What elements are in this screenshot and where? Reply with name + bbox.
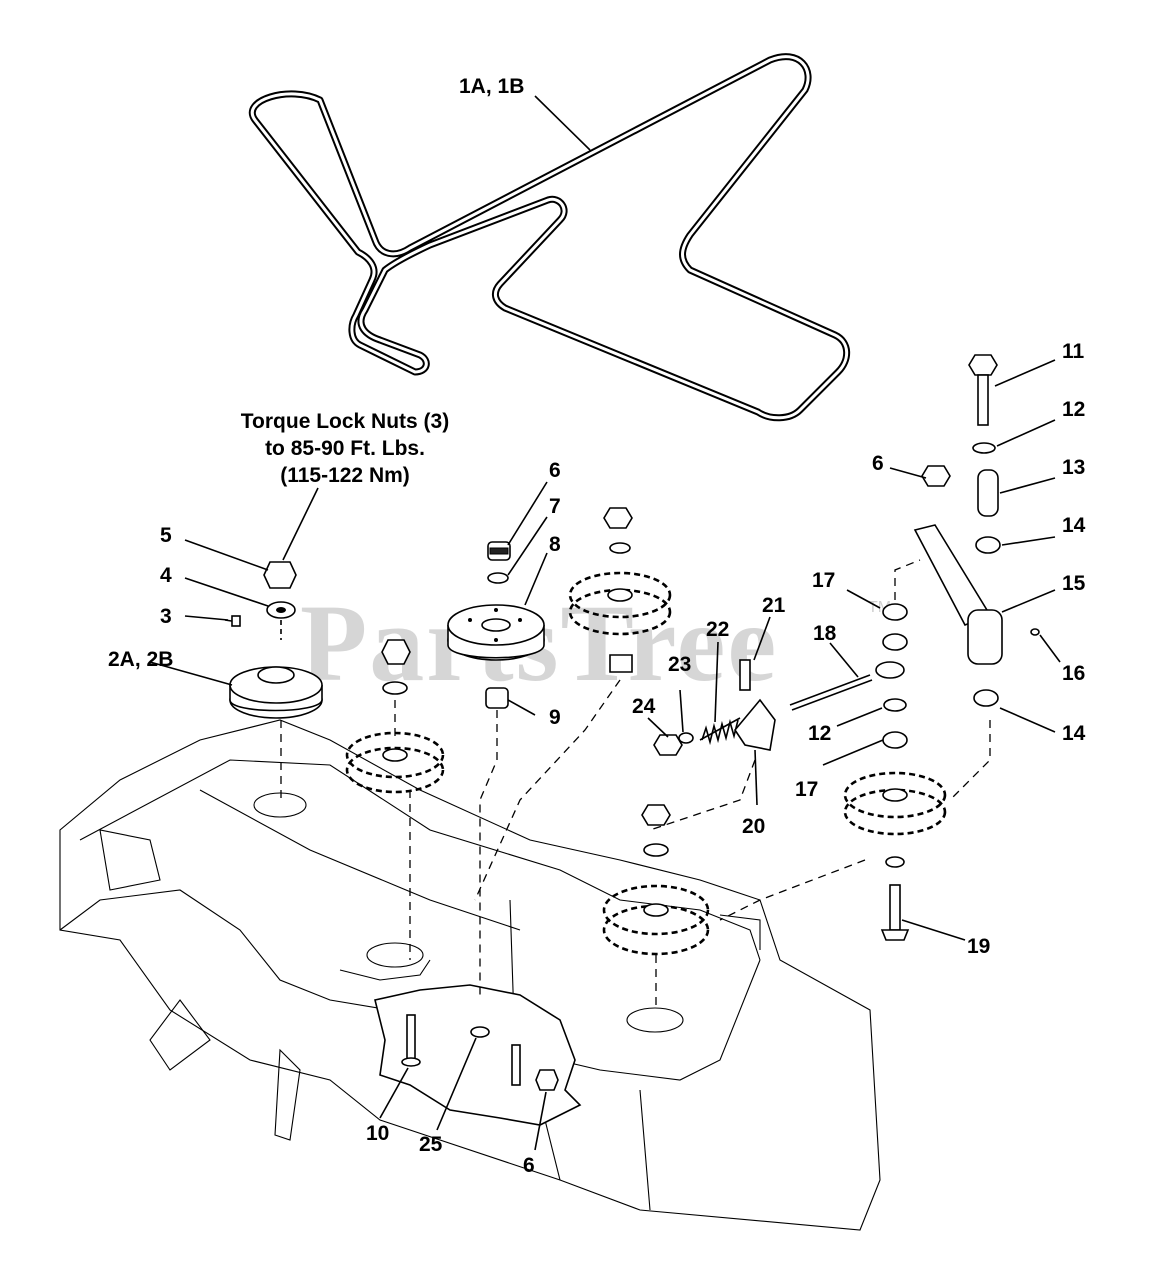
callout-21: 21 (762, 594, 786, 617)
callout-7: 7 (549, 495, 561, 518)
center-idler-group (447, 541, 545, 1000)
callout-14-top: 14 (1062, 514, 1086, 537)
callout-25: 25 (419, 1133, 443, 1156)
tensioner-group (649, 659, 905, 831)
leader-lines (149, 95, 1061, 1151)
torque-note-line2: to 85-90 Ft. Lbs. (265, 437, 425, 460)
callout-9: 9 (549, 706, 561, 729)
callout-6-center: 6 (549, 459, 561, 482)
callout-3: 3 (160, 605, 172, 628)
callout-22: 22 (706, 618, 729, 641)
callout-12-mid: 12 (808, 722, 831, 745)
torque-note-line3: (115-122 Nm) (280, 464, 410, 487)
torque-note: Torque Lock Nuts (3) to 85-90 Ft. Lbs. (… (241, 410, 449, 487)
mower-deck (59, 719, 881, 1231)
callout-4: 4 (160, 564, 172, 587)
callout-6-lower: 6 (523, 1154, 535, 1177)
deck-belt (248, 53, 851, 422)
right-spindle-stack (719, 354, 1040, 941)
callout-17-bottom: 17 (795, 778, 818, 801)
callout-16: 16 (1062, 662, 1085, 685)
callout-13: 13 (1062, 456, 1085, 479)
callout-23: 23 (668, 653, 691, 676)
callout-labels: 1A, 1B 2A, 2B 3 4 5 6 6 6 7 8 9 10 11 12… (108, 75, 1086, 1177)
callout-11: 11 (1062, 340, 1085, 363)
torque-note-line1: Torque Lock Nuts (3) (241, 410, 449, 433)
callout-18: 18 (813, 622, 837, 645)
callout-15: 15 (1062, 572, 1086, 595)
callout-8: 8 (549, 533, 561, 556)
callout-17-top: 17 (812, 569, 835, 592)
lower-hardware (401, 1014, 559, 1091)
callout-20: 20 (742, 815, 765, 838)
callout-19: 19 (967, 935, 990, 958)
callout-6-right: 6 (872, 452, 884, 475)
callout-10: 10 (366, 1122, 389, 1145)
callout-14-bottom: 14 (1062, 722, 1086, 745)
callout-24: 24 (632, 695, 656, 718)
center-lower-pulley (602, 804, 710, 1010)
left-spindle-group (224, 561, 445, 960)
right-dashed-pulley (474, 507, 672, 901)
callout-2a-2b: 2A, 2B (108, 648, 173, 671)
callout-1a-1b: 1A, 1B (459, 75, 524, 98)
callout-12-top: 12 (1062, 398, 1085, 421)
callout-5: 5 (160, 524, 172, 547)
